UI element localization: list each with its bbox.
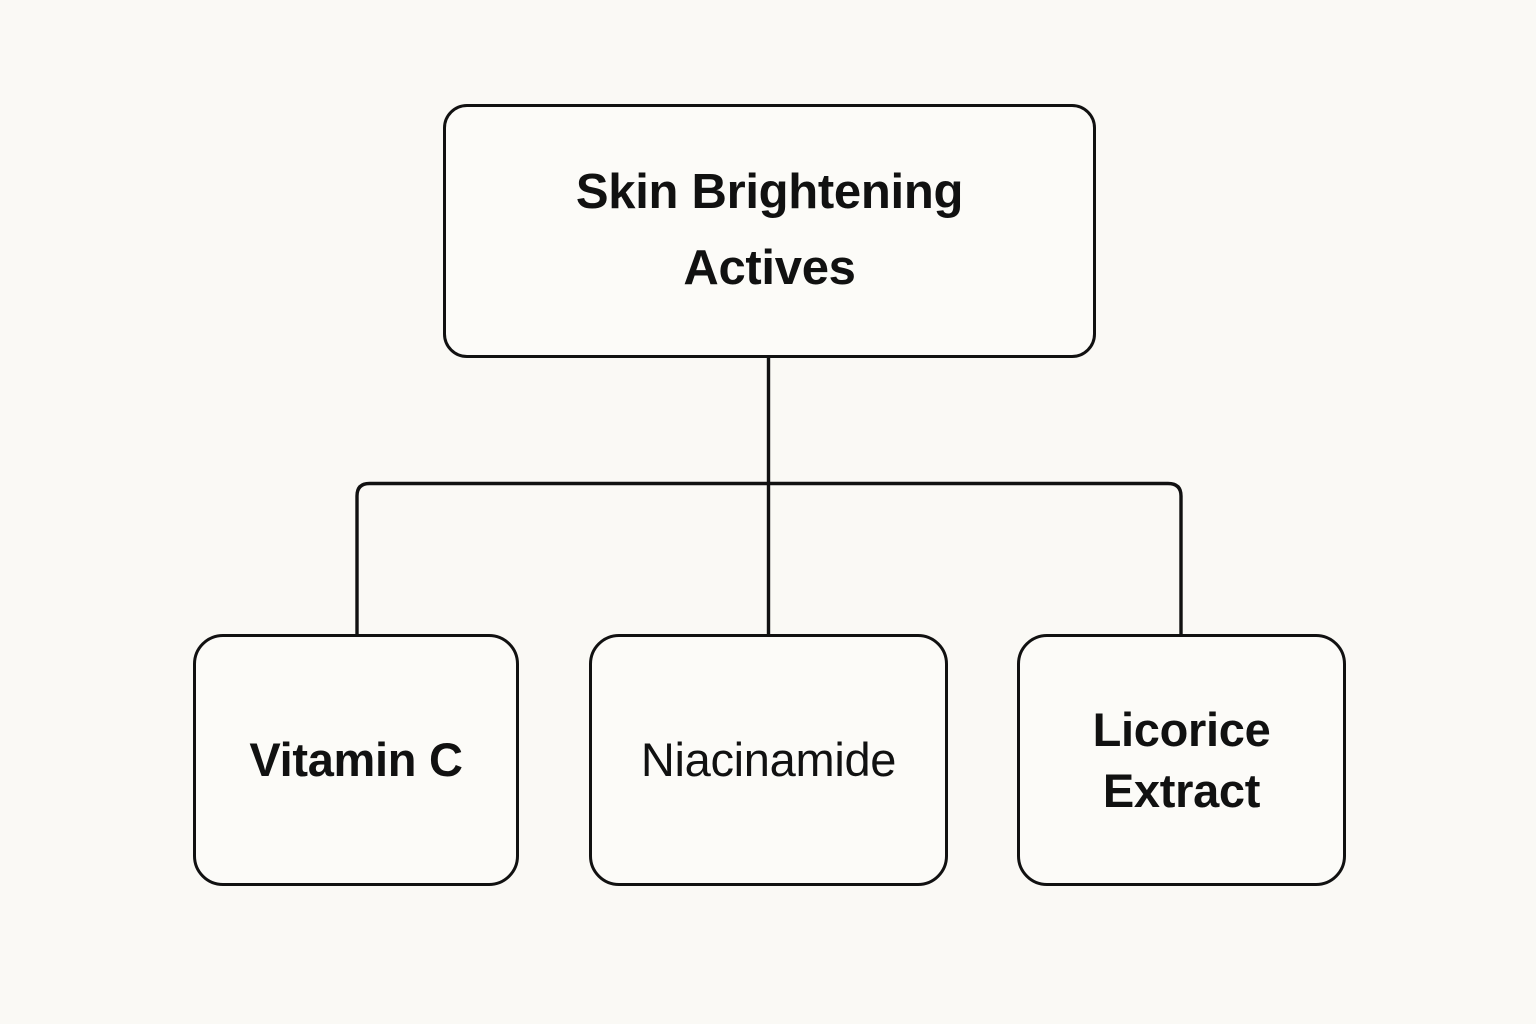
node-label-root: Skin Brightening Actives — [575, 165, 964, 295]
node-skin-brightening-actives[interactable]: Skin Brightening Actives — [443, 104, 1096, 358]
node-vitamin-c[interactable]: Vitamin C — [193, 634, 519, 886]
node-label-licorice-extract: Licorice Extract — [1092, 702, 1271, 817]
connector-bus-to-outer-children — [355, 481, 1183, 634]
node-label-niacinamide: Niacinamide — [640, 732, 897, 786]
node-licorice-extract[interactable]: Licorice Extract — [1017, 634, 1346, 886]
node-niacinamide[interactable]: Niacinamide — [589, 634, 948, 886]
node-label-vitamin-c: Vitamin C — [249, 732, 463, 786]
